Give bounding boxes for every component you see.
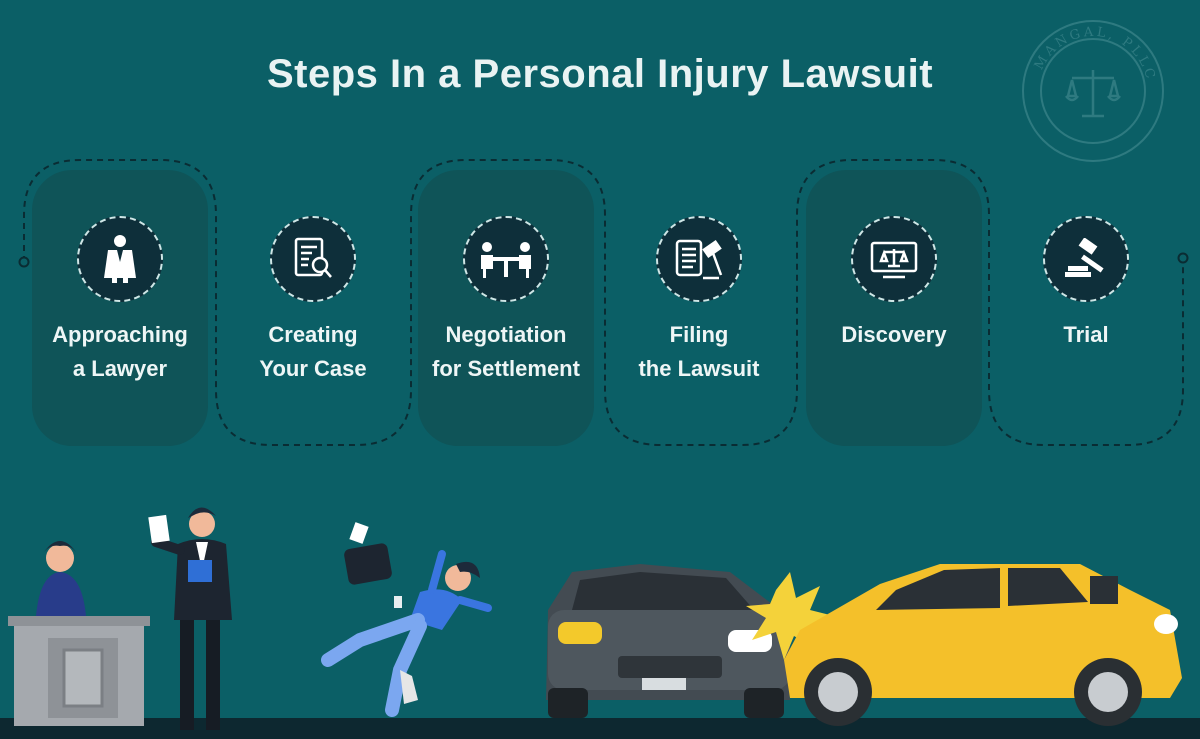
step-title-line1: Negotiation	[445, 322, 567, 347]
page-title: Steps In a Personal Injury Lawsuit	[266, 52, 934, 96]
scales-logo-icon	[1065, 70, 1121, 118]
document-search-icon	[270, 216, 356, 302]
step-trial: Trial	[998, 168, 1174, 444]
step-filing-lawsuit: Filing the Lawsuit	[611, 168, 787, 444]
falling-person-illustration	[321, 522, 492, 717]
firm-logo: MANGAL, PLLC	[1022, 20, 1164, 162]
step-title-line1: Approaching	[52, 322, 188, 347]
steps-track	[18, 159, 1189, 446]
step-title-line2: for Settlement	[432, 356, 580, 381]
step-title-line1: Trial	[1063, 322, 1109, 347]
step-title-line2: a Lawyer	[72, 356, 168, 381]
step-creating-case: Creating Your Case	[225, 168, 401, 444]
gray-car-illustration	[546, 564, 790, 718]
step-title-line2: the Lawsuit	[638, 356, 760, 381]
scales-board-icon	[851, 216, 937, 302]
step-negotiation: Negotiation for Settlement	[418, 168, 594, 444]
step-title-line1: Filing	[669, 322, 729, 347]
lawyer-robe-icon	[77, 216, 163, 302]
step-discovery: Discovery	[806, 168, 982, 444]
meeting-table-icon	[463, 216, 549, 302]
step-title-line2: Your Case	[259, 356, 367, 381]
lawyer-illustration	[148, 507, 232, 730]
yellow-car-illustration	[784, 564, 1182, 726]
scroll-gavel-icon	[656, 216, 742, 302]
judge-illustration	[8, 541, 150, 726]
step-title-line1: Creating	[268, 322, 358, 347]
accident-scene-illustration	[0, 507, 1200, 739]
gavel-icon	[1043, 216, 1129, 302]
step-approaching-lawyer: Approaching a Lawyer	[32, 168, 208, 444]
step-title-line1: Discovery	[841, 322, 947, 347]
